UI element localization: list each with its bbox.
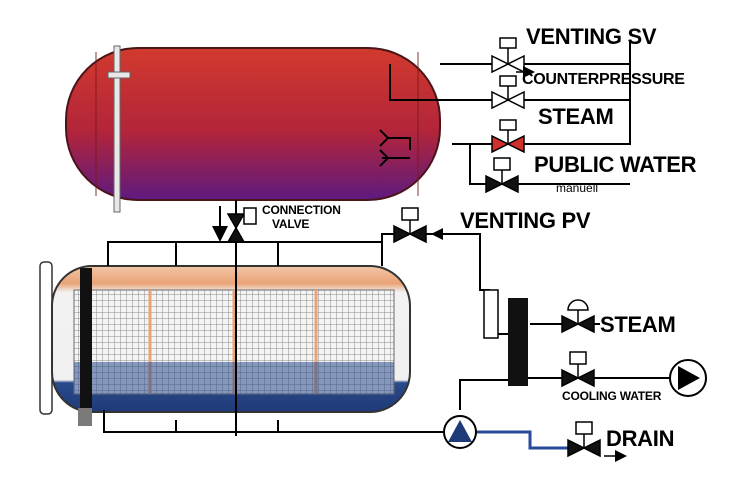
valve-icon — [561, 351, 595, 388]
lower-tank — [39, 261, 411, 426]
label-cooling-water: COOLING WATER — [562, 389, 662, 403]
separator-vessel — [508, 298, 528, 386]
valve-icon — [485, 157, 519, 194]
actuator-icon — [483, 289, 499, 339]
valve-icon — [561, 299, 595, 334]
valve-icon — [226, 207, 257, 243]
label-connection: CONNECTION — [262, 203, 341, 217]
valve-icon — [491, 37, 535, 78]
label-valve: VALVE — [272, 217, 310, 231]
valve-icon — [491, 75, 525, 110]
upper-tank — [65, 45, 441, 213]
valve-icon — [393, 207, 448, 244]
label-counterpressure: COUNTERPRESSURE — [522, 71, 685, 88]
label-venting-pv: VENTING PV — [460, 208, 591, 233]
label-steam-top: STEAM — [538, 104, 614, 129]
label-venting-sv: VENTING SV — [526, 24, 657, 49]
label-drain: DRAIN — [606, 426, 675, 451]
pump-icon — [669, 359, 707, 397]
label-manuell: manuell — [556, 181, 599, 195]
valve-icon — [567, 421, 627, 462]
pump-icon — [443, 415, 477, 449]
label-steam-bottom: STEAM — [600, 312, 676, 337]
valve-icon — [491, 119, 525, 154]
drain-pipe — [472, 430, 576, 450]
label-public-water: PUBLIC WATER — [534, 152, 697, 177]
